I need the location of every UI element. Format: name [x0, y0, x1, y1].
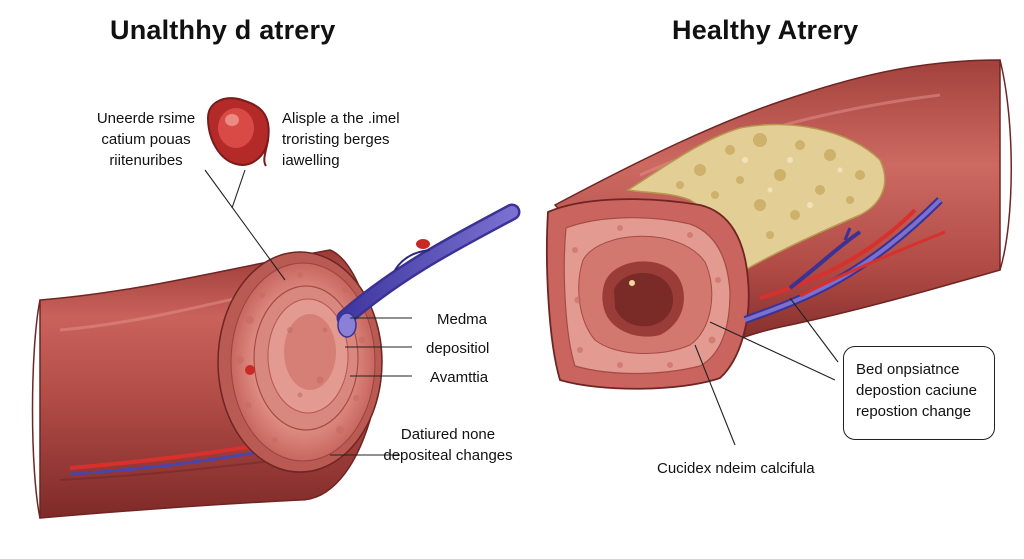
small-vein-left	[69, 450, 261, 476]
blood-clot-icon	[206, 97, 270, 167]
label-top-center: Alisple a the .imel troristing berges ia…	[282, 108, 442, 171]
title-healthy-artery: Healthy Atrery	[672, 15, 859, 45]
label-top-left: Uneerde rsime catium pouas riitenuribes	[82, 108, 210, 171]
label-top-left-line2: catium pouas	[101, 131, 191, 148]
small-artery-left	[69, 443, 261, 470]
label-top-left-line3: riitenuribes	[109, 152, 183, 169]
label-top-center-line1: Alisple a the .imel	[282, 110, 400, 127]
label-medma: Medma	[437, 311, 488, 328]
label-top-left-line1: Uneerde rsime	[96, 110, 196, 127]
vessels-right	[743, 197, 946, 324]
label-top-center-line2: troristing berges	[282, 131, 390, 148]
label-avamttia: Avamttia	[430, 369, 489, 386]
callout-line1: Bed onpsiatnce	[856, 361, 960, 378]
label-bottom-left: Datiured none depositeal changes	[368, 424, 528, 466]
healthy-artery-cross-section	[546, 198, 750, 390]
label-bottom-right: Cucidex ndeim calcifula	[657, 460, 815, 477]
label-bottom-left-line2: depositeal changes	[383, 447, 513, 464]
label-top-center-line3: iawelling	[282, 152, 340, 169]
title-unhealthy-artery: Unalthhy d atrery	[110, 15, 336, 45]
callout-line2: depostion caciune	[856, 382, 977, 399]
callout-line3: repostion change	[856, 403, 972, 420]
vein-left	[336, 203, 521, 338]
blood-spot	[245, 365, 255, 375]
label-bottom-left-line1: Datiured none	[400, 426, 496, 443]
callout-box: Bed onpsiatnce depostion caciune reposti…	[843, 346, 995, 440]
label-deposition: depositiol	[426, 340, 490, 357]
unhealthy-artery-cross-section	[217, 251, 383, 473]
leader-lines	[204, 169, 839, 456]
